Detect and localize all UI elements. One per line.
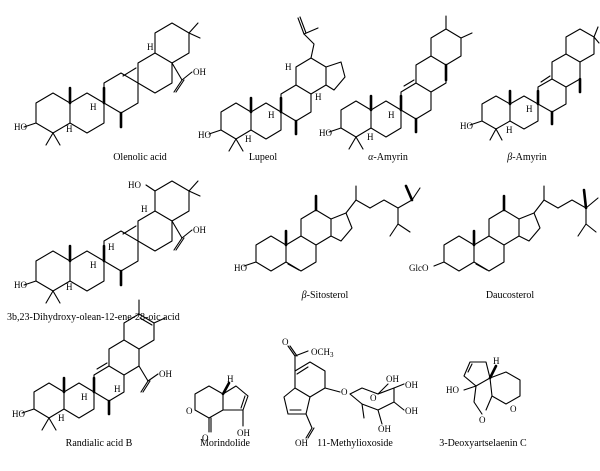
atom-label: GlcO (409, 263, 429, 273)
structure-lupeol (208, 16, 346, 152)
structure-olenolic-acid (23, 22, 201, 146)
structure-randialic-acid-b (21, 299, 166, 431)
structure-beta-sitosterol (243, 184, 421, 272)
atom-label: H (90, 102, 97, 112)
atom-label: HO (460, 121, 473, 131)
atom-label: O (202, 433, 209, 443)
atom-label: H (114, 384, 121, 394)
atom-label: OH (295, 438, 308, 448)
atom-label: H (367, 132, 374, 142)
atom-label: O (341, 387, 348, 397)
atom-label: HO (128, 180, 141, 190)
atom-label: HO (319, 128, 332, 138)
atom-label: O (370, 393, 377, 403)
atom-label: O (479, 415, 486, 425)
atom-label: H (81, 392, 88, 402)
atom-label: H (141, 204, 148, 214)
atom-label: H (58, 413, 65, 423)
atom-label: H (388, 110, 395, 120)
atom-label: OH (193, 67, 206, 77)
compound-name-deoxyartselaenin-c: 3-Deoxyartselaenin C (439, 438, 527, 449)
atom-label: HO (14, 280, 27, 290)
atom-label: H (285, 62, 292, 72)
atom-label: H (147, 42, 154, 52)
compound-name-morindolide: Morindolide (200, 438, 251, 449)
atom-label: H (526, 104, 533, 114)
compound-name-beta-amyrin: β-Amyrin (506, 152, 546, 163)
atom-label: HO (12, 409, 25, 419)
compound-name-beta-sitosterol: β-Sitosterol (301, 290, 349, 301)
atom-label: OH (378, 424, 391, 434)
structure-daucosterol (433, 185, 599, 272)
structure-beta-amyrin (469, 26, 600, 141)
atom-label: O (186, 406, 193, 416)
atom-label: H (493, 356, 500, 366)
atom-label: O (510, 404, 517, 414)
structure-methylioxoside (283, 345, 405, 439)
atom-label: OH (386, 374, 399, 384)
compound-name-alpha-amyrin: α-Amyrin (368, 152, 408, 163)
atom-label: OH (405, 380, 418, 390)
atom-label: H (90, 260, 97, 270)
compound-name-methylioxoside: 11-Methylioxoside (317, 438, 393, 449)
atom-label: HO (446, 385, 459, 395)
structure-alpha-amyrin (328, 15, 473, 150)
structure-morindolide (194, 381, 249, 433)
atom-label: HO (234, 263, 247, 273)
structure-deoxyartselaenin-c (463, 361, 521, 415)
atom-label: H (227, 374, 234, 384)
atom-label: H (66, 282, 73, 292)
atom-label: OH (405, 406, 418, 416)
atom-label: OH (237, 428, 250, 438)
compound-name-randialic-acid-b: Randialic acid B (66, 438, 133, 449)
atom-label: OCH3 (311, 347, 334, 359)
compound-name-lupeol: Lupeol (249, 152, 278, 163)
atom-label: HO (198, 130, 211, 140)
atom-label: H (108, 242, 115, 252)
atom-label: OH (193, 225, 206, 235)
atom-label: O (282, 337, 289, 347)
compound-name-daucosterol: Daucosterol (486, 290, 535, 301)
atom-label: H (268, 110, 275, 120)
atom-label: HO (14, 122, 27, 132)
atom-label: OH (159, 369, 172, 379)
atom-label: H (245, 134, 252, 144)
compound-name-olenolic-acid: Olenolic acid (113, 152, 167, 163)
structure-dihydroxy-oleanoic-acid (23, 180, 201, 304)
compound-name-dihydroxy-oleanoic-acid: 3b,23-Dihydroxy-olean-12-ene-28-oic acid (7, 312, 180, 323)
atom-label: H (506, 125, 513, 135)
atom-label: H (66, 124, 73, 134)
atom-label: H (315, 92, 322, 102)
